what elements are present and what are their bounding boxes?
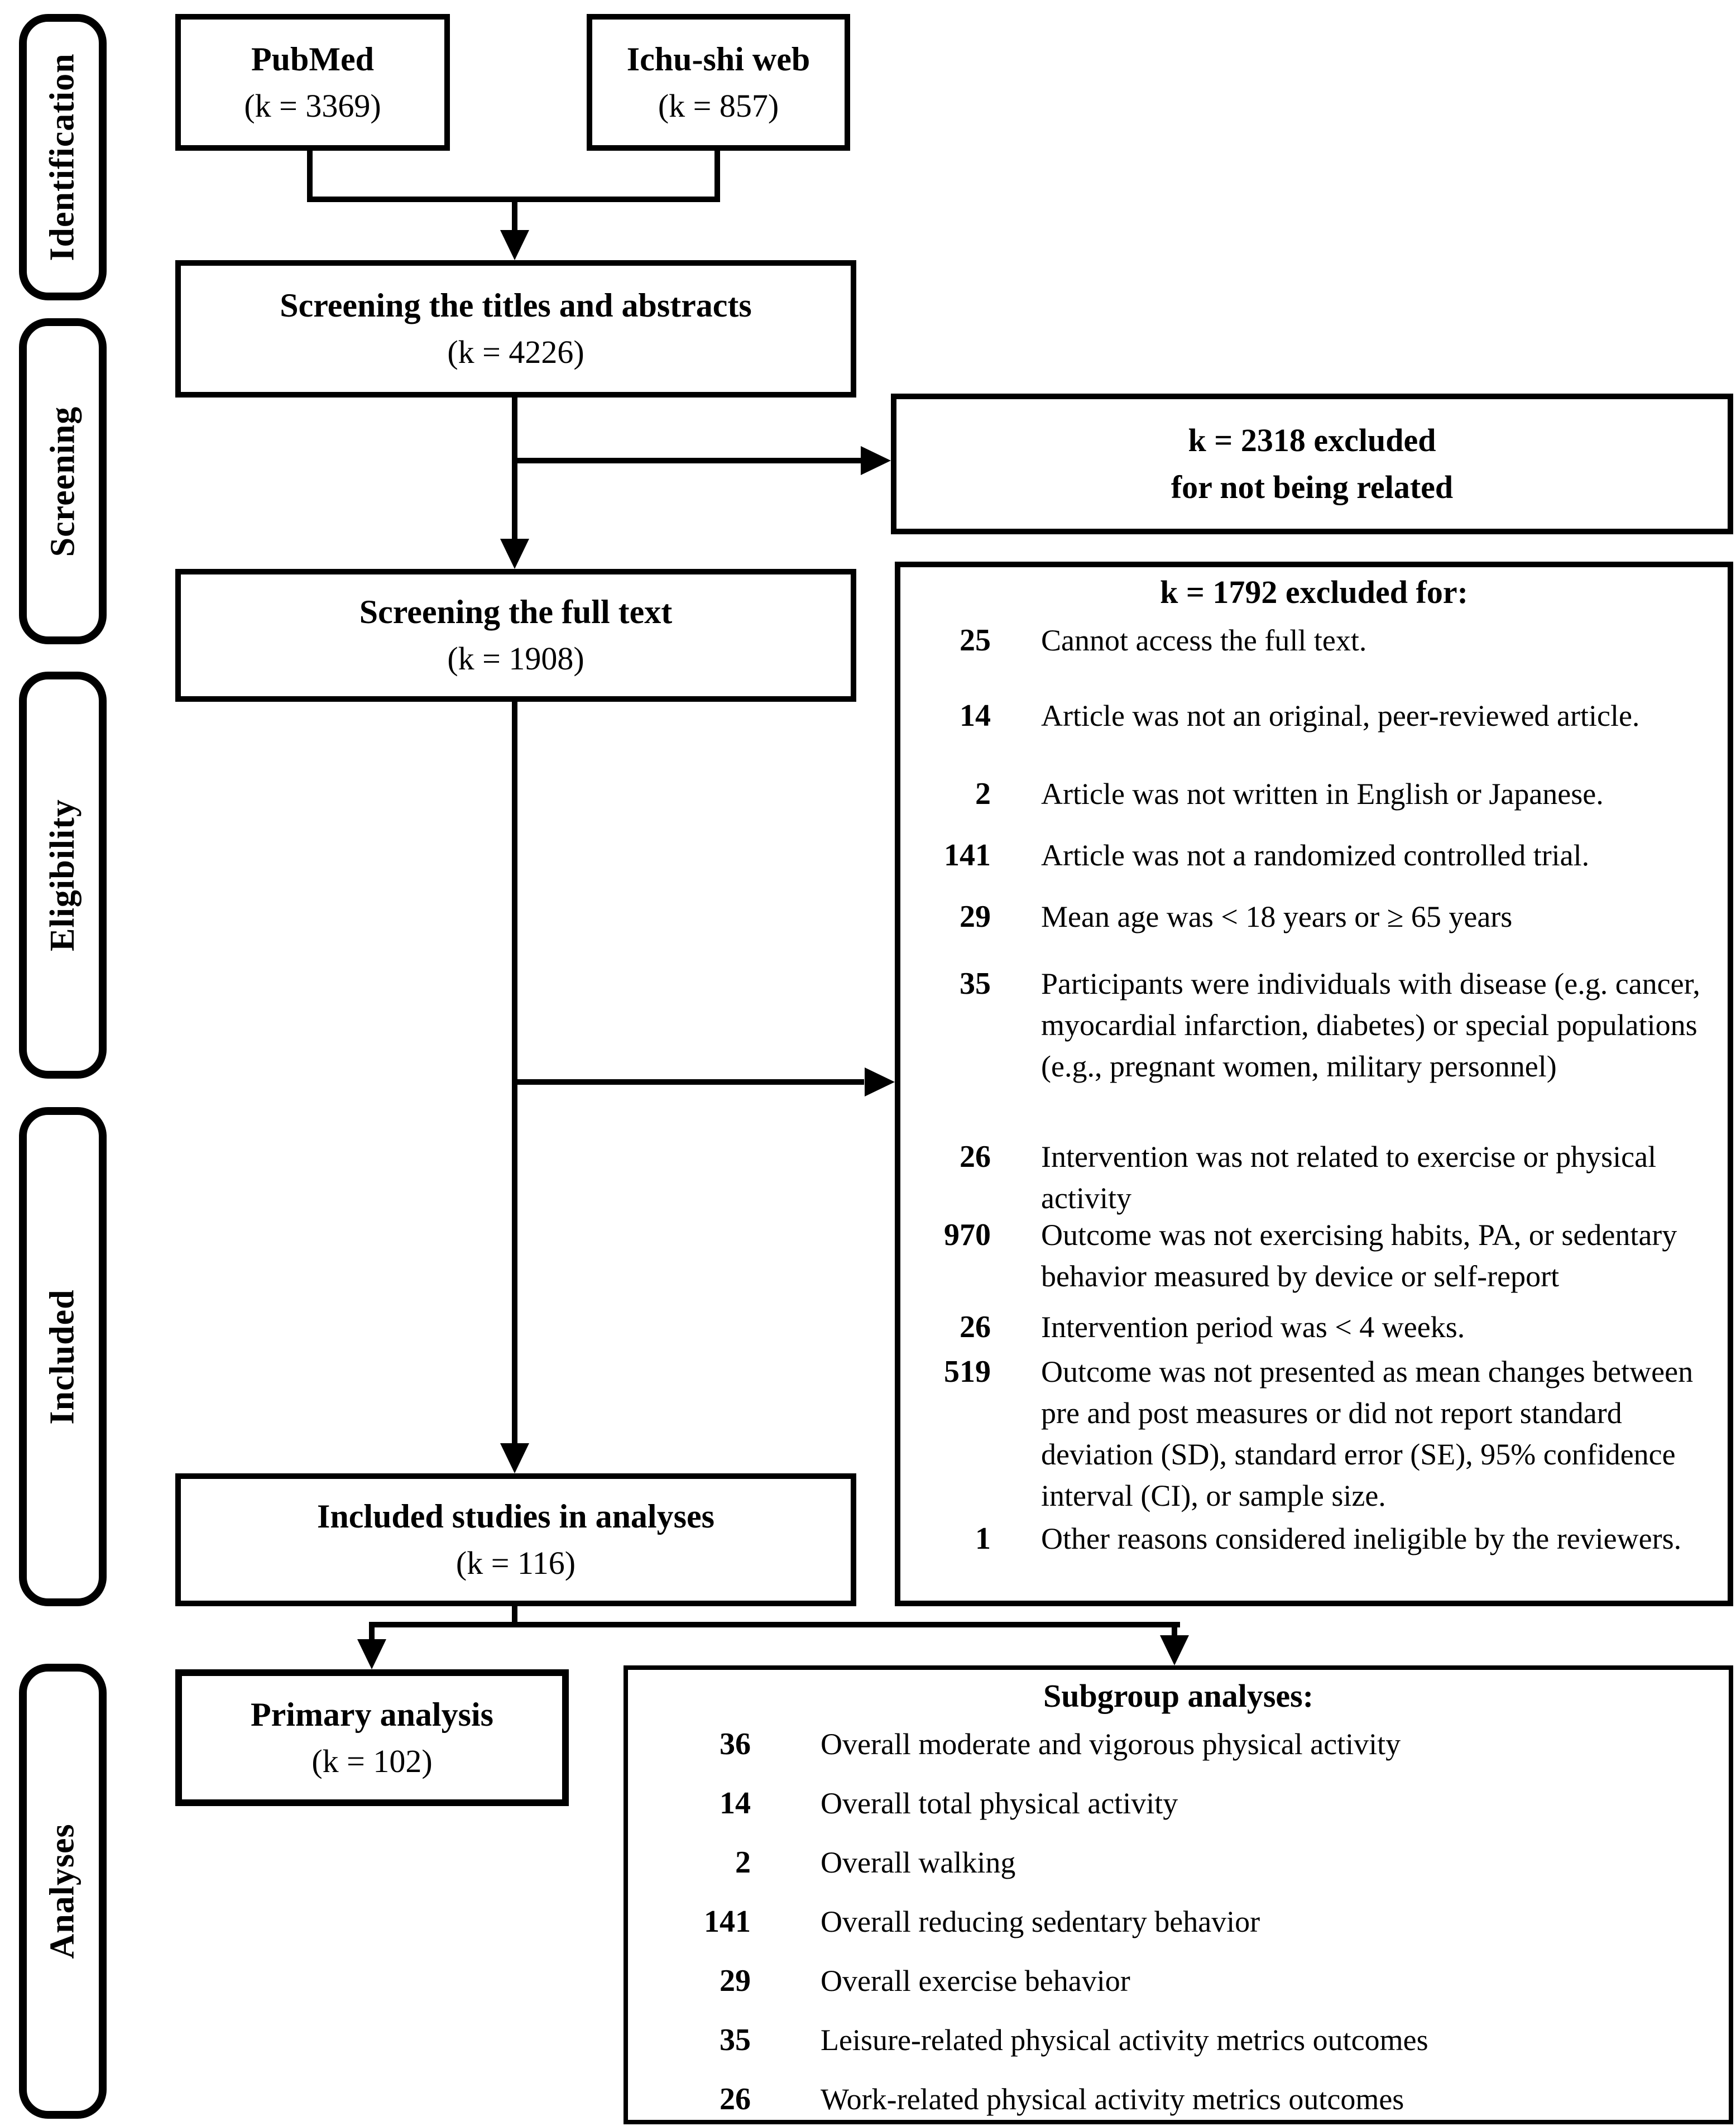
stage-identification: Identification	[19, 14, 107, 300]
stage-analyses-label: Analyses	[44, 1823, 82, 1959]
excluded-count: 519	[944, 1354, 991, 1389]
excluded-count: 141	[944, 838, 991, 873]
box-ichushi: Ichu-shi web (k = 857)	[587, 14, 850, 151]
arrowhead-into-excluded-titles-icon	[861, 446, 891, 475]
connector-to-titles	[512, 197, 517, 236]
ichushi-count: (k = 857)	[658, 87, 779, 124]
excluded-reason: Cannot access the full text.	[1041, 624, 1367, 657]
box-included-studies: Included studies in analyses (k = 116)	[175, 1473, 856, 1606]
included-title: Included studies in analyses	[317, 1498, 714, 1535]
arrowhead-into-primary-icon	[357, 1639, 386, 1669]
included-count: (k = 116)	[455, 1545, 576, 1581]
stage-screening-label: Screening	[44, 406, 81, 557]
excluded-count: 1	[975, 1521, 991, 1556]
arrowhead-into-titles-icon	[500, 230, 529, 260]
stage-analyses: Analyses	[19, 1664, 107, 2119]
excluded-count: 26	[960, 1310, 991, 1344]
subgroup-count: 14	[720, 1786, 751, 1821]
excluded-titles-line2: for not being related	[1171, 469, 1454, 505]
stage-identification-label: Identification	[44, 53, 82, 261]
excluded-reason: Article was not a randomized controlled …	[1041, 839, 1590, 872]
screening-titles-count: (k = 4226)	[447, 334, 584, 370]
screening-titles-title: Screening the titles and abstracts	[280, 287, 752, 324]
excluded-count: 970	[944, 1218, 991, 1252]
connector-branch-excluded-fulltext	[515, 1079, 864, 1085]
excluded-reason: Mean age was < 18 years or ≥ 65 years	[1041, 900, 1513, 933]
subgroup-count: 141	[704, 1904, 751, 1939]
stage-eligibility: Eligibility	[19, 672, 107, 1079]
subgroup-count: 36	[720, 1727, 751, 1761]
panel-subgroup-analyses: Subgroup analyses: 36 Overall moderate a…	[624, 1665, 1733, 2124]
subgroup-label: Overall walking	[821, 1846, 1016, 1879]
excluded-reason: Outcome was not exercising habits, PA, o…	[1041, 1218, 1677, 1293]
subgroup-count: 2	[735, 1845, 751, 1880]
excluded-reason: Intervention period was < 4 weeks.	[1041, 1310, 1465, 1344]
subgroup-label: Overall total physical activity	[821, 1787, 1178, 1820]
excluded-count: 2	[975, 777, 991, 811]
stage-eligibility-label: Eligibility	[44, 799, 81, 951]
connector-subgroup-drop	[1172, 1622, 1177, 1642]
excluded-reason: Article was not written in English or Ja…	[1041, 777, 1604, 811]
excluded-reason: Outcome was not presented as mean change…	[1041, 1355, 1694, 1512]
connector-titles-to-fulltext	[512, 398, 517, 542]
excluded-count: 26	[960, 1139, 991, 1174]
subgroup-header: Subgroup analyses:	[1043, 1678, 1314, 1714]
excluded-titles-line1: k = 2318 excluded	[1188, 422, 1436, 458]
box-excluded-titles: k = 2318 excluded for not being related	[891, 394, 1733, 534]
connector-included-drop	[512, 1606, 517, 1627]
pubmed-title: PubMed	[251, 40, 375, 78]
excluded-reason: Other reasons considered ineligible by t…	[1041, 1522, 1682, 1555]
primary-title: Primary analysis	[251, 1696, 493, 1733]
excluded-reason: Intervention was not related to exercise…	[1041, 1140, 1657, 1215]
stage-screening: Screening	[19, 318, 107, 644]
ichushi-title: Ichu-shi web	[626, 40, 811, 78]
panel-excluded-fulltext: k = 1792 excluded for: 25 Cannot access …	[895, 562, 1733, 1606]
primary-count: (k = 102)	[311, 1742, 433, 1779]
pubmed-count: (k = 3369)	[244, 87, 381, 124]
excluded-reason: Participants were individuals with disea…	[1041, 967, 1700, 1083]
subgroup-label: Leisure-related physical activity metric…	[821, 2023, 1428, 2057]
connector-pubmed-drop	[307, 150, 313, 201]
connector-primary-drop	[369, 1622, 375, 1644]
screening-fulltext-title: Screening the full text	[359, 593, 673, 630]
excluded-count: 25	[960, 623, 991, 658]
subgroup-count: 26	[720, 2082, 751, 2117]
connector-analyses-split	[369, 1622, 1180, 1627]
excluded-count: 29	[960, 899, 991, 934]
subgroup-label: Work-related physical activity metrics o…	[821, 2082, 1404, 2116]
excluded-count: 35	[960, 966, 991, 1001]
box-screening-fulltext: Screening the full text (k = 1908)	[175, 569, 856, 702]
connector-fulltext-to-included	[512, 702, 517, 1445]
arrowhead-into-fulltext-icon	[500, 539, 529, 569]
connector-branch-excluded-titles	[515, 458, 864, 463]
stage-included: Included	[19, 1107, 107, 1606]
stage-included-label: Included	[44, 1289, 82, 1425]
subgroup-label: Overall exercise behavior	[821, 1964, 1130, 1998]
arrowhead-into-included-icon	[500, 1443, 529, 1473]
connector-ichushi-drop	[714, 150, 720, 201]
box-primary-analysis: Primary analysis (k = 102)	[175, 1669, 569, 1806]
excluded-reason: Article was not an original, peer-review…	[1041, 699, 1640, 732]
arrowhead-into-subgroup-icon	[1160, 1635, 1189, 1665]
subgroup-label: Overall reducing sedentary behavior	[821, 1905, 1260, 1938]
subgroup-count: 29	[720, 1964, 751, 1998]
arrowhead-into-excluded-fulltext-icon	[865, 1067, 895, 1096]
subgroup-label: Overall moderate and vigorous physical a…	[821, 1727, 1401, 1761]
excluded-fulltext-header: k = 1792 excluded for:	[1160, 574, 1468, 610]
screening-fulltext-count: (k = 1908)	[447, 640, 584, 677]
box-pubmed: PubMed (k = 3369)	[175, 14, 450, 151]
excluded-count: 14	[960, 698, 991, 733]
subgroup-count: 35	[720, 2023, 751, 2057]
box-screening-titles: Screening the titles and abstracts (k = …	[175, 260, 856, 398]
